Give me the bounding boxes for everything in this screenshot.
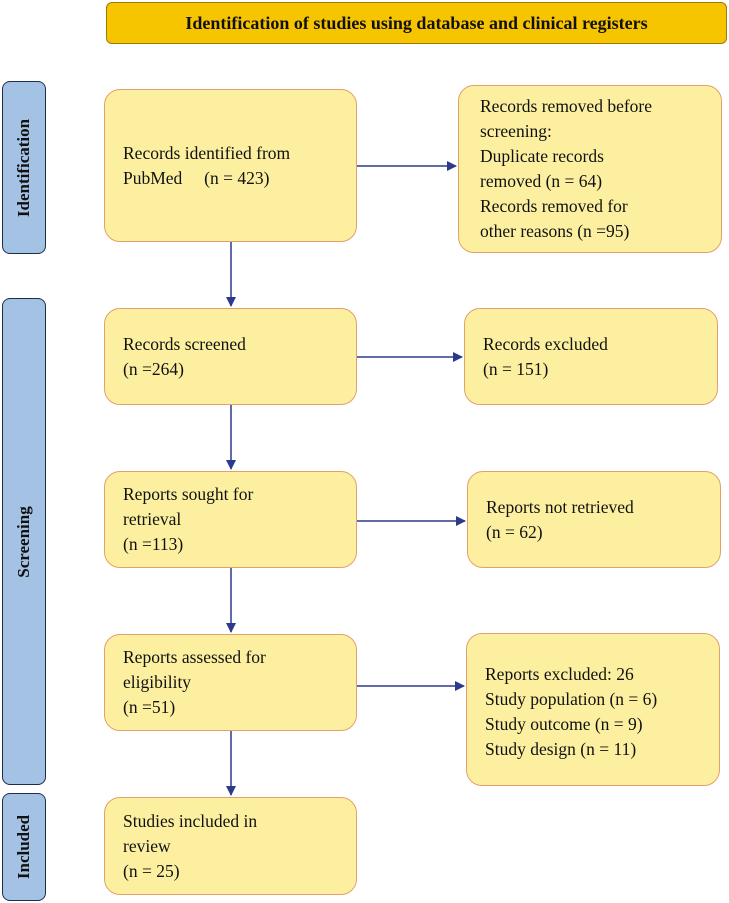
box-line: Records removed before <box>480 96 653 116</box>
box-records-identified: Records identified from PubMed (n = 423) <box>104 89 357 242</box>
box-line: Study design (n = 11) <box>485 738 637 759</box>
phase-identification: Identification <box>2 81 46 254</box>
box-records-excluded: Records excluded (n = 151) <box>464 308 718 405</box>
box-line: removed (n = 64) <box>480 171 603 191</box>
box-line: Records removed for <box>480 196 628 216</box>
phase-included: Included <box>2 793 46 901</box>
box-reports-not-retrieved: Reports not retrieved (n = 62) <box>467 471 721 568</box>
flow-header: Identification of studies using database… <box>106 2 727 44</box>
box-line: (n =113) <box>123 534 184 554</box>
box-line: Records screened <box>123 333 246 354</box>
box-line: Reports excluded: 26 <box>485 663 634 684</box>
box-line: review <box>123 835 171 856</box>
box-line: (n =264) <box>123 358 184 379</box>
box-studies-included: Studies included in review (n = 25) <box>104 797 357 895</box>
box-line: PubMed (n = 423) <box>123 167 270 188</box>
box-reports-assessed: Reports assessed for eligibility (n =51) <box>104 634 357 731</box>
box-line: (n = 25) <box>123 860 180 881</box>
box-line: Records identified from <box>123 142 291 163</box>
box-records-screened: Records screened (n =264) <box>104 308 357 405</box>
flow-header-title: Identification of studies using database… <box>185 12 648 33</box>
box-line: retrieval <box>123 509 182 529</box>
box-line: Reports sought for <box>123 484 254 504</box>
box-line: eligibility <box>123 672 192 692</box>
box-reports-excluded: Reports excluded: 26 Study population (n… <box>466 633 720 786</box>
box-reports-sought: Reports sought for retrieval (n =113) <box>104 471 357 568</box>
box-line: Studies included in <box>123 810 258 831</box>
box-line: Reports assessed for <box>123 647 266 667</box>
phase-screening: Screening <box>2 298 46 785</box>
box-line: Study outcome (n = 9) <box>485 713 643 734</box>
box-line: Study population (n = 6) <box>485 688 658 709</box>
box-line: (n = 151) <box>483 358 549 379</box>
box-line: other reasons (n =95) <box>480 221 630 241</box>
box-line: Reports not retrieved <box>486 496 634 517</box>
box-records-removed: Records removed before screening: Duplic… <box>458 85 722 253</box>
box-line: (n = 62) <box>486 521 543 542</box>
box-line: Duplicate records <box>480 146 604 166</box>
box-line: Records excluded <box>483 333 608 354</box>
box-line: screening: <box>480 121 552 141</box>
box-line: (n =51) <box>123 697 176 717</box>
